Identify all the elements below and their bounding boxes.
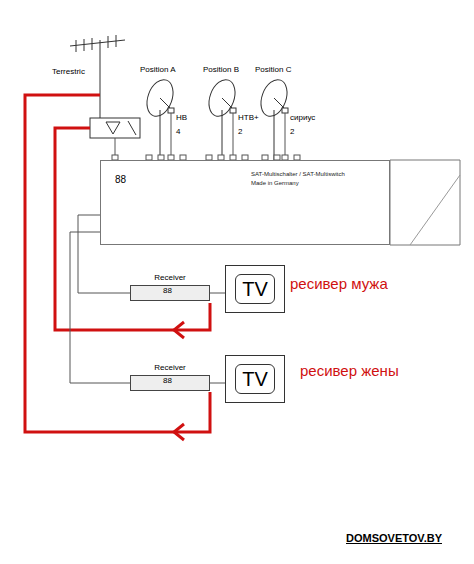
position-label: Position C [255, 66, 291, 75]
coax-cable [233, 113, 234, 160]
antenna-element [76, 40, 77, 52]
dish-a [142, 76, 178, 160]
operator-label: НВ [176, 114, 187, 123]
splitter-housing [90, 118, 140, 138]
dish-pole [222, 110, 223, 160]
red-arrowhead [174, 424, 184, 440]
coax-connector [70, 232, 130, 383]
red-arrowhead [174, 322, 184, 338]
red-cables [25, 95, 210, 440]
tv-box: TV [225, 265, 285, 313]
tv-label: TV [235, 274, 275, 304]
position-label: Position B [203, 66, 239, 75]
antenna-element [108, 36, 109, 48]
position-label: Position A [140, 66, 176, 75]
lnb [282, 108, 288, 113]
caption-note: ресивер мужа [290, 276, 390, 293]
dish-b [204, 76, 240, 160]
lnb [230, 108, 236, 113]
antenna-element [92, 38, 93, 50]
tv-label: TV [235, 364, 275, 394]
coax-cable [171, 113, 172, 160]
device-title: SAT-Multischalter / SAT-Multiswitch [251, 171, 381, 177]
display-digits: 88 [115, 174, 126, 185]
splitter-mark [128, 121, 136, 135]
coax-cable [285, 113, 286, 160]
receiver-heading: Receiver [131, 363, 209, 372]
operator-label: сириус [290, 114, 315, 123]
red-cable [25, 95, 210, 432]
antenna-label: Terrestric [52, 68, 85, 77]
panel-diagonal [410, 175, 460, 245]
dish-c [256, 76, 292, 160]
receiver-heading: Receiver [131, 273, 209, 282]
coax-connector [210, 293, 225, 294]
coax-connector [210, 383, 225, 384]
watermark: DOMSOVETOV.BY [346, 532, 442, 544]
tv-box: TV [225, 355, 285, 403]
antenna-element [84, 39, 85, 51]
cable-count: 4 [176, 128, 180, 137]
terrestrial-antenna [70, 35, 125, 118]
splitter-box [90, 118, 140, 160]
amplifier-symbol [106, 122, 120, 134]
multiswitch-box: SAT-Multischalter / SAT-MultiswitchMade … [100, 160, 390, 245]
display-digits: 88 [163, 287, 172, 296]
caption-note: ресивер жены [300, 363, 400, 380]
switch-housing-right [390, 160, 460, 245]
cable-count: 2 [238, 128, 242, 137]
lnb [168, 108, 174, 113]
operator-label: НТВ+ [238, 114, 259, 123]
antenna-boom [70, 40, 125, 46]
dish-pole [160, 110, 161, 160]
dish-pole [274, 110, 275, 160]
antenna-element [116, 35, 117, 47]
antenna-mast [100, 40, 101, 118]
cable-count: 2 [290, 128, 294, 137]
device-note: Made in Germany [251, 180, 381, 186]
display-digits: 88 [163, 377, 172, 386]
